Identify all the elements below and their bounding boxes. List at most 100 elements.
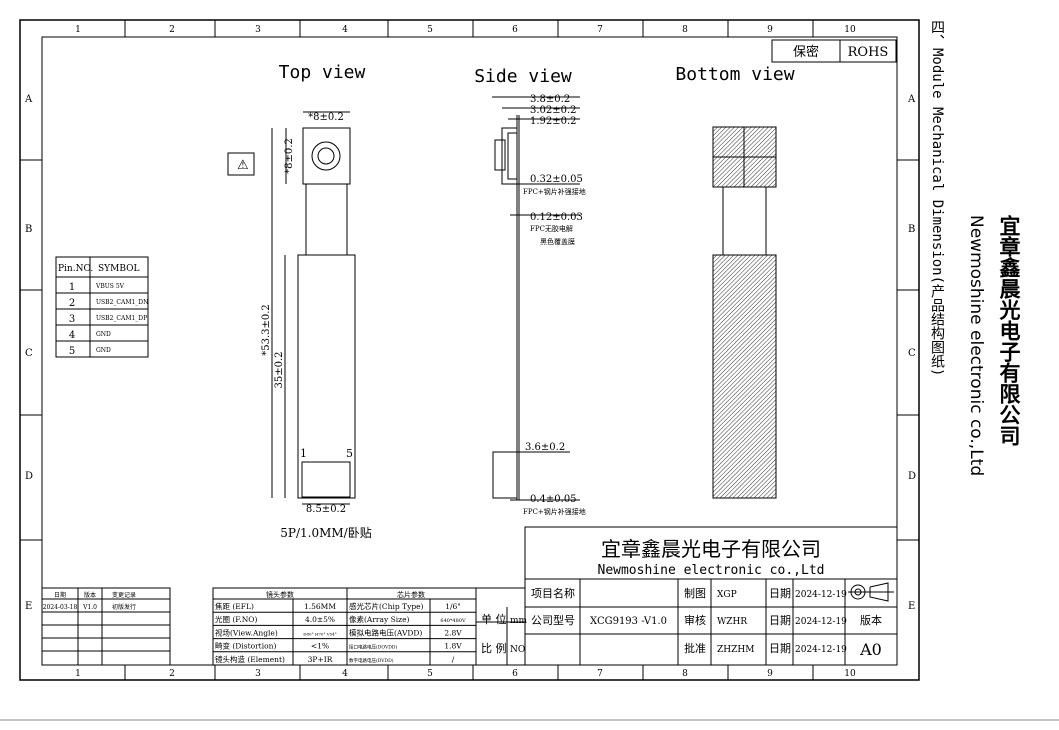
dim-side-2: 3.02±0.2 bbox=[530, 105, 577, 116]
row-label: C bbox=[25, 348, 33, 359]
rev-header: 版本 bbox=[84, 591, 96, 599]
section-title: 四、Module Mechanical Dimension(产品结构图纸) bbox=[929, 20, 945, 377]
column-label: 10 bbox=[844, 25, 856, 35]
drawn-value: XGP bbox=[717, 590, 737, 600]
rev-note: 初版发行 bbox=[112, 603, 136, 611]
side-view bbox=[492, 96, 580, 501]
row-label: A bbox=[24, 94, 33, 105]
chip-param-value: 640*480V bbox=[440, 618, 466, 624]
outer-frame bbox=[19, 19, 920, 681]
pin-number: 5 bbox=[69, 346, 75, 357]
company-name-cn: 宜章鑫晨光电子有限公司 bbox=[601, 537, 821, 561]
chip-param-value: 2.8V bbox=[444, 628, 462, 637]
pin-table-border bbox=[55, 256, 149, 358]
pin-symbol: GND bbox=[96, 331, 111, 338]
row-label: B bbox=[25, 224, 32, 235]
column-label: 10 bbox=[844, 669, 856, 679]
dim-side-6: 3.6±0.2 bbox=[525, 442, 565, 453]
dim-side-3: 1.92±0.2 bbox=[530, 116, 577, 127]
row-label: E bbox=[908, 601, 915, 612]
row-label: E bbox=[25, 601, 32, 612]
date-label-2: 日期 bbox=[769, 614, 791, 627]
rev-header: 变更记录 bbox=[112, 591, 136, 599]
dim-side-7: 0.4±0.05 bbox=[530, 494, 577, 505]
chip-param-name: 数字电路电压(DVDD) bbox=[349, 657, 394, 664]
side-view-title: Side view bbox=[474, 66, 572, 87]
pin-header: Pin.NO. bbox=[58, 264, 93, 274]
column-label: 8 bbox=[682, 25, 688, 35]
dim-width: *8±0.2 bbox=[308, 112, 344, 123]
dim-height: *8±0.2 bbox=[284, 138, 295, 174]
chip-param-name: 像素(Array Size) bbox=[349, 614, 410, 624]
column-label: 1 bbox=[75, 669, 81, 679]
lens-param-value: <1% bbox=[311, 642, 329, 651]
dim-side-1: 3.8±0.2 bbox=[530, 94, 570, 105]
row-label: A bbox=[907, 94, 916, 105]
top-view-title: Top view bbox=[279, 62, 366, 83]
chip-title: 芯片参数 bbox=[397, 590, 425, 599]
grid-ticks bbox=[20, 20, 919, 680]
lens-param-name: 焦距 (EFL) bbox=[215, 601, 254, 611]
date-label-1: 日期 bbox=[769, 587, 791, 600]
column-label: 5 bbox=[427, 25, 433, 35]
project-label: 项目名称 bbox=[531, 586, 575, 600]
unit-label: 单 位 bbox=[481, 612, 507, 626]
pin-number: 3 bbox=[69, 314, 75, 325]
note-side-7: FPC+钢片补强接地 bbox=[523, 507, 586, 516]
side-company-en: Newmoshine electronic co.,Ltd bbox=[966, 215, 986, 477]
scale-label: 比 例 bbox=[481, 641, 507, 655]
bottom-view bbox=[712, 126, 777, 499]
chip-param-value: 1/6" bbox=[445, 602, 461, 611]
pin-header: SYMBOL bbox=[98, 264, 139, 274]
pin-number: 4 bbox=[69, 330, 75, 341]
title-block bbox=[475, 526, 898, 666]
column-label: 2 bbox=[169, 25, 175, 35]
top-view: ⚠ bbox=[227, 111, 356, 505]
date-value-2: 2024-12-19 bbox=[795, 617, 847, 627]
chip-param-name: 模拟电路电压(AVDD) bbox=[349, 627, 422, 637]
pin-symbol: USB2_CAM1_DP bbox=[96, 315, 147, 322]
version-label: 版本 bbox=[860, 613, 882, 627]
column-label: 6 bbox=[512, 25, 518, 35]
note-side-4: FPC+钢片补强接地 bbox=[523, 187, 586, 196]
rohs-mark: ROHS bbox=[848, 45, 889, 60]
security-mark: 保密 bbox=[793, 44, 819, 60]
company-name-en: Newmoshine electronic co.,Ltd bbox=[598, 563, 825, 578]
lens-param-name: 光圈 (F.NO) bbox=[215, 614, 257, 624]
column-label: 5 bbox=[427, 669, 433, 679]
pin5-label: 5 bbox=[346, 447, 353, 460]
column-label: 3 bbox=[255, 25, 261, 35]
rev-version: V1.0 bbox=[82, 604, 97, 611]
pin-symbol: VBUS 5V bbox=[95, 283, 125, 290]
rev-border bbox=[41, 587, 171, 666]
bottom-view-title: Bottom view bbox=[675, 64, 794, 85]
scale-value: NO bbox=[510, 645, 525, 655]
note-side-5b: 黑色覆盖膜 bbox=[540, 237, 575, 246]
column-label: 9 bbox=[767, 25, 773, 35]
rev-date: 2024-03-18 bbox=[43, 604, 78, 611]
stamp-box bbox=[771, 39, 897, 63]
dim-side-4: 0.32±0.05 bbox=[530, 174, 583, 185]
column-label: 1 bbox=[75, 25, 81, 35]
column-label: 4 bbox=[342, 25, 348, 35]
model-label: 公司型号 bbox=[531, 613, 575, 627]
connector-note: 5P/1.0MM/卧贴 bbox=[280, 526, 371, 540]
date-label-3: 日期 bbox=[769, 642, 791, 655]
lens-param-value: 3P+IR bbox=[308, 655, 333, 664]
dim-strip: 35±0.2 bbox=[274, 351, 285, 388]
pin-symbol: USB2_CAM1_DN bbox=[96, 299, 148, 306]
dim-total: *53.3±0.2 bbox=[261, 304, 272, 356]
lens-param-name: 镜头构造 (Element) bbox=[215, 654, 285, 664]
approved-value: ZHZHM bbox=[717, 645, 754, 655]
column-label: 9 bbox=[767, 669, 773, 679]
column-label: 7 bbox=[597, 669, 603, 679]
checked-label: 审核 bbox=[684, 613, 706, 627]
lens-param-name: 视场(View.Angle) bbox=[215, 627, 278, 637]
param-border bbox=[212, 587, 477, 666]
row-label: B bbox=[908, 224, 915, 235]
column-label: 4 bbox=[342, 669, 348, 679]
